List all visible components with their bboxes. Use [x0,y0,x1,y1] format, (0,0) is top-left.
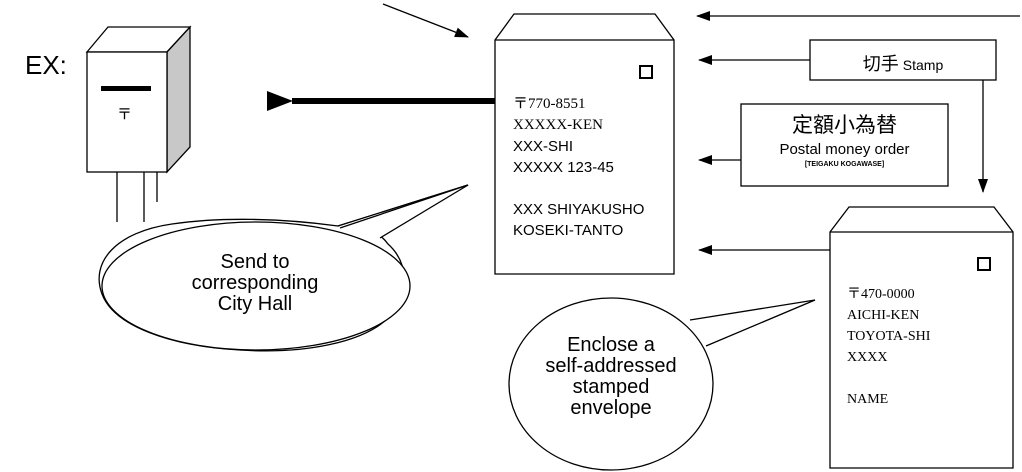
envelope-main-line2: XXX-SHI [513,138,574,155]
bubble-enclose-line2: self-addressed [545,355,677,377]
envelope-main-postal-code: 〒770-8551 [513,96,586,112]
envelope-return [829,206,1014,469]
bubble-send-line1: Send to [220,251,290,273]
bubble-send-line2: corresponding [191,272,319,294]
envelope-main-line4: XXX SHIYAKUSHO [513,201,645,218]
arrow-incoming-top [382,3,469,38]
stamp-placeholder-icon [639,65,653,79]
stamp-label-jp: 切手 [862,54,899,74]
envelope-return-line2: TOYOTA-SHI [847,329,931,344]
speech-bubble-enclose-text: Enclose a self-addressed stamped envelop… [531,335,691,419]
envelope-main [494,13,675,275]
money-order-jp: 定額小為替 [792,114,897,137]
money-order-box [740,103,949,187]
money-order-en: Postal money order [779,141,910,158]
money-order-romaji: [TEIGAKU KOGAWASE] [804,161,885,168]
money-order-label: 定額小為替 Postal money order [TEIGAKU KOGAWA… [741,112,948,170]
stamp-label: 切手 Stamp [810,50,996,76]
envelope-main-line5: KOSEKI-TANTO [513,222,624,239]
envelope-return-postal-code: 〒470-0000 [847,287,915,302]
postbox-mark: 〒 [117,107,133,123]
envelope-return-line4: NAME [847,392,889,407]
stamp-placeholder-icon [977,257,991,271]
example-label: EX: [25,50,67,80]
bubble-enclose-line1: Enclose a [567,334,655,356]
post-box-icon [85,25,192,222]
envelope-main-line3: XXXXX 123-45 [513,159,614,176]
bubble-enclose-line3: stamped [572,376,650,398]
envelope-main-line1: XXXXX-KEN [513,117,603,133]
bubble-enclose-line4: envelope [570,397,652,419]
bubble-send-line3: City Hall [217,293,293,315]
stamp-label-en: Stamp [902,57,944,73]
envelope-return-line1: AICHI-KEN [847,308,920,323]
envelope-return-line3: XXXX [847,350,888,365]
speech-bubble-send-text: Send to corresponding City Hall [180,252,330,315]
